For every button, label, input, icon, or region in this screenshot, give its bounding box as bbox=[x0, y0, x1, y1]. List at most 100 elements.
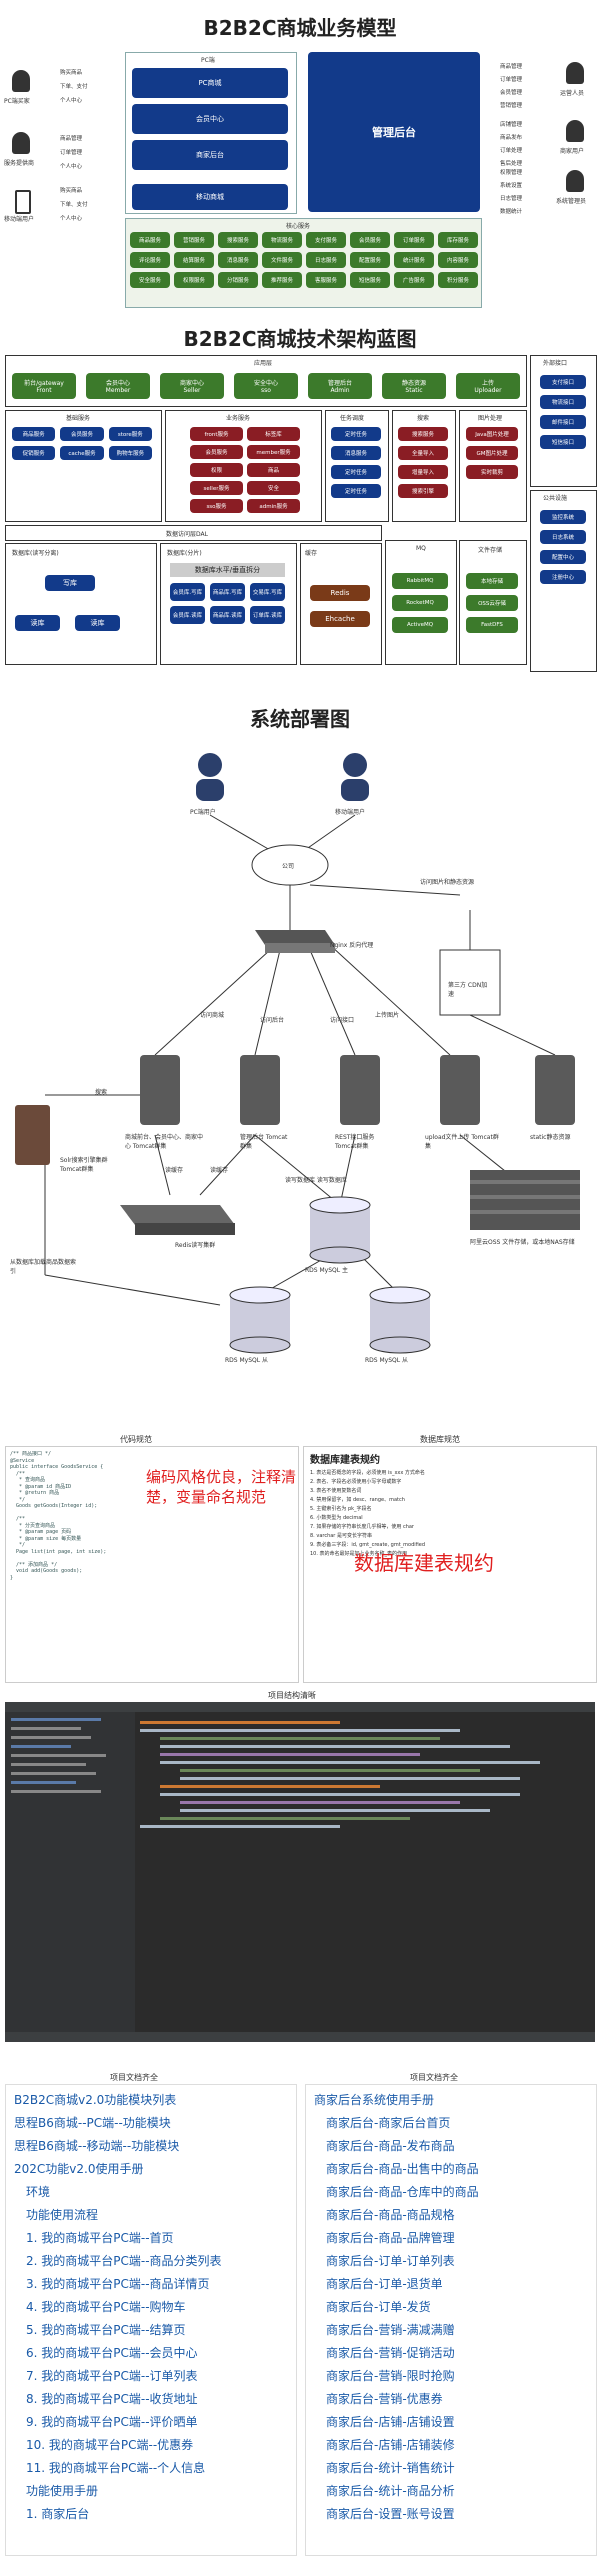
shard-item: 会员库.读库 bbox=[170, 606, 205, 624]
docs-section: 项目文档齐全 项目文档齐全 B2B2C商城v2.0功能模块列表思程B6商城--P… bbox=[0, 2070, 600, 2560]
img-layer-box: 图片处理 bbox=[459, 410, 527, 522]
search-item: 搜索服务 bbox=[398, 427, 448, 441]
db-write: 写库 bbox=[45, 575, 95, 591]
module-title: 核心服务 bbox=[286, 223, 311, 230]
doc-line: 商家后台-设置-账号设置 bbox=[326, 2507, 455, 2521]
cache-ehcache: Ehcache bbox=[310, 611, 370, 627]
db-read-2: 读库 bbox=[75, 615, 120, 631]
biz-item: member服务 bbox=[247, 445, 300, 459]
right-actions-top: 商品管理 订单管理 会员管理 营销管理 bbox=[500, 64, 523, 109]
frontend-sub: Admin bbox=[330, 387, 350, 394]
external-item: 邮件接口 bbox=[540, 415, 586, 429]
module-item: 物流服务 bbox=[262, 232, 302, 248]
fs-box: 文件存储 bbox=[459, 540, 527, 665]
center-block-pc: PC商城 bbox=[132, 68, 288, 98]
conventions-section: 代码规范 数据库规范 /** 商品接口 */ @Service public i… bbox=[0, 1430, 600, 1685]
doc-line: 商家后台-商品-品牌管理 bbox=[326, 2231, 455, 2245]
external-item: 短信接口 bbox=[540, 435, 586, 449]
common-box: 公共设施 bbox=[530, 490, 597, 672]
doc-line: 思程B6商城--移动端--功能模块 bbox=[14, 2139, 180, 2153]
module-item: 文件服务 bbox=[262, 252, 302, 268]
db-annotation: 数据库建表规约 bbox=[354, 1551, 494, 1575]
pc-user-icon bbox=[196, 753, 224, 801]
module-item: 推荐服务 bbox=[262, 272, 302, 288]
doc-line: 5. 我的商城平台PC端--结算页 bbox=[26, 2323, 186, 2337]
common-col: 监控系统日志系统配置中心注册中心 bbox=[540, 510, 586, 584]
db-cylinder-slave-1 bbox=[229, 1286, 291, 1354]
doc-line: 1. 我的商城平台PC端--首页 bbox=[26, 2231, 174, 2245]
db-cylinder-main bbox=[309, 1196, 371, 1264]
doc-line: 商家后台-统计-商品分析 bbox=[326, 2484, 455, 2498]
server-label-3: upload文件上传 Tomcat群集 bbox=[425, 1134, 499, 1150]
doc-line: 10. 我的商城平台PC端--优惠券 bbox=[26, 2438, 194, 2452]
server-label-1: 管理后台 Tomcat群集 bbox=[240, 1134, 288, 1150]
left-role-2: 移动端用户 bbox=[4, 216, 35, 223]
db-rule-line: 6. 小数类型为 decimal bbox=[310, 1515, 363, 1521]
frontend-sub: Static bbox=[405, 387, 423, 394]
module-item: 消息服务 bbox=[218, 252, 258, 268]
left-role-1: 服务提供商 bbox=[4, 160, 35, 167]
core-item: store服务 bbox=[108, 427, 152, 441]
module-item: 会员服务 bbox=[350, 232, 390, 248]
core-item: 商品服务 bbox=[12, 427, 56, 441]
module-item: 分销服务 bbox=[218, 272, 258, 288]
cdn-box bbox=[439, 949, 501, 1016]
static-access-label: 访问图片和静态资源 bbox=[420, 879, 475, 886]
doc-line: 商家后台-订单-发货 bbox=[326, 2300, 431, 2314]
ide-title: 项目结构清晰 bbox=[268, 1691, 316, 1700]
module-item: 日志服务 bbox=[306, 252, 346, 268]
doc-line: 商家后台-店铺-店铺设置 bbox=[326, 2415, 455, 2429]
frontend-sub: sso bbox=[261, 387, 271, 394]
ide-editor bbox=[140, 1716, 590, 2032]
shard-item: 会员库.写库 bbox=[170, 583, 205, 601]
module-item: 广告服务 bbox=[394, 272, 434, 288]
external-label: 外部接口 bbox=[543, 360, 568, 367]
doc-title-left: 项目文档齐全 bbox=[110, 2073, 158, 2082]
frontend-sub: Front bbox=[36, 387, 52, 394]
shard-item: 交易库.写库 bbox=[250, 583, 285, 601]
module-item: 支付服务 bbox=[306, 232, 346, 248]
module-item: 短信服务 bbox=[350, 272, 390, 288]
fs-item: 本地存储 bbox=[466, 573, 518, 589]
db-rule-line: 4. 禁用保留字，如 desc、range、match bbox=[310, 1497, 405, 1503]
doc-line: B2B2C商城v2.0功能模块列表 bbox=[14, 2093, 177, 2107]
frontend-sub: Seller bbox=[183, 387, 201, 394]
app-layer-label: 应用层 bbox=[254, 360, 273, 367]
shard-item: 订单库.读库 bbox=[250, 606, 285, 624]
biz-item: 会员服务 bbox=[190, 445, 243, 459]
task-col: 定时任务消息服务定时任务定时任务 bbox=[331, 427, 381, 498]
frontend-name: 商家中心 bbox=[179, 380, 204, 387]
server-icon bbox=[140, 1055, 180, 1125]
center-block-seller: 商家后台 bbox=[132, 140, 288, 170]
search-edge-label: 搜索 bbox=[95, 1089, 108, 1096]
route-2: 访问接口 bbox=[330, 1017, 355, 1024]
storage-rack-icon bbox=[470, 1170, 580, 1230]
module-item: 库存服务 bbox=[438, 232, 478, 248]
pc-user-label: PC端用户 bbox=[190, 809, 216, 816]
right-role-2: 系统管理员 bbox=[556, 198, 587, 205]
common-item: 配置中心 bbox=[540, 550, 586, 564]
doc-line: 功能使用手册 bbox=[26, 2484, 99, 2498]
core-item: 促销服务 bbox=[12, 446, 56, 460]
shard-item: 商品库.读库 bbox=[210, 606, 245, 624]
db-rule-line: 9. 表必备三字段：id, gmt_create, gmt_modified bbox=[310, 1542, 426, 1548]
biz-item: seller服务 bbox=[190, 481, 243, 495]
doc-line: 8. 我的商城平台PC端--收货地址 bbox=[26, 2392, 198, 2406]
redis-label: Redis读写集群 bbox=[175, 1242, 216, 1249]
internet-label: 公司 bbox=[282, 863, 295, 870]
core-item: 购物车服务 bbox=[108, 446, 152, 460]
doc-line: 商家后台-商品-仓库中的商品 bbox=[326, 2185, 479, 2199]
task-layer-label: 任务调度 bbox=[340, 415, 365, 422]
operator-icon bbox=[566, 62, 584, 84]
db-rule-line: 1. 表达是否概念的字段，必须使用 is_xxx 方式命名 bbox=[310, 1470, 425, 1476]
server-icon bbox=[340, 1055, 380, 1125]
search-col: 搜索服务全量导入增量导入搜索引擎 bbox=[398, 427, 448, 498]
common-label: 公共设施 bbox=[543, 495, 568, 502]
doc-line: 商家后台-营销-优惠券 bbox=[326, 2392, 443, 2406]
doc-line: 3. 我的商城平台PC端--商品详情页 bbox=[26, 2277, 210, 2291]
